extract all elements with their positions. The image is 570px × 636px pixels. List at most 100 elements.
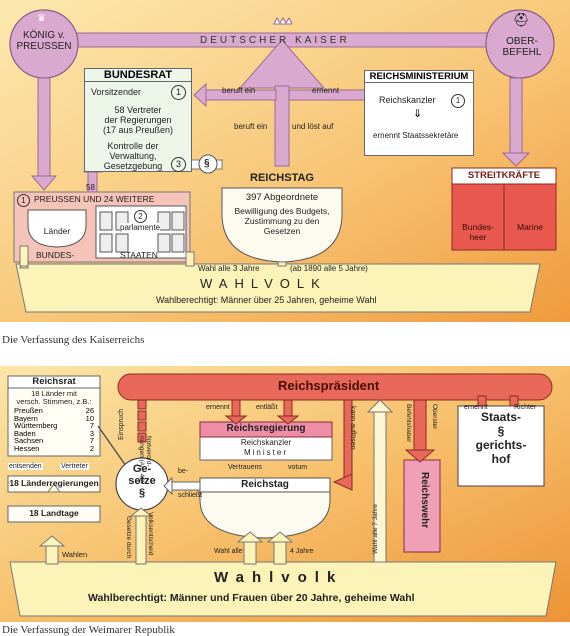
wahlen-label: Wahlen bbox=[62, 550, 88, 559]
ernennt-label: ernennt bbox=[312, 86, 340, 95]
kann-aufloesen-label: kann auflösen bbox=[349, 406, 356, 450]
wahlberechtigt-label: Wahlberechtigt: Männer und Frauen über 2… bbox=[88, 592, 415, 604]
gesetze-line-1: Ge- bbox=[132, 463, 152, 475]
land-stimmen: 10 bbox=[85, 413, 94, 423]
paragraph-icon: § bbox=[204, 158, 210, 169]
laender-row: Bayern 10 bbox=[14, 413, 94, 423]
koenig-label: KÖNIG v. PREUSSEN bbox=[14, 30, 74, 52]
reichsrat-intro: 18 Länder mit versch. Stimmen, z.B.: bbox=[8, 390, 100, 406]
bundesheer-line-1: Bundes- bbox=[462, 222, 494, 232]
reichsregierung-title: Reichsregierung bbox=[226, 423, 306, 434]
kaiserreich-diagram: KÖNIG v. PREUSSEN ♛ DEUTSCHER KAISER OBE… bbox=[0, 0, 570, 322]
land-stimmen: 2 bbox=[89, 443, 94, 453]
reichsregierung-kanzler: Reichskanzler bbox=[240, 438, 292, 447]
bewilligung-line-1: Bewilligung des Budgets, bbox=[234, 206, 330, 216]
vertreter-line-2: der Regierungen bbox=[104, 115, 172, 125]
bundesrat-num3: 3 bbox=[171, 157, 186, 172]
vier-jahre-label: 4 Jahre bbox=[290, 548, 314, 555]
reichskanzler-label: Reichskanzler bbox=[379, 95, 436, 105]
wahlvolk-label: WAHLVOLK bbox=[200, 276, 327, 291]
land-name: Bayern bbox=[14, 413, 38, 423]
volksentscheid-label: Volksentscheid bbox=[147, 512, 154, 556]
reichsregierung-minister: Minister bbox=[243, 448, 288, 457]
land-name: Baden bbox=[14, 428, 36, 438]
wahlberechtigt-label: Wahlberechtigt: Männer über 25 Jahren, g… bbox=[156, 295, 377, 305]
oberbefehl-label: OBER- BEFEHL bbox=[492, 36, 552, 58]
kontrolle-line-2: Verwaltung, bbox=[109, 151, 157, 161]
bundesrat-box: BUNDESRAT Vorsitzender 1 58 Vertreter de… bbox=[84, 68, 192, 172]
beschliesst-line-2: schließt bbox=[178, 492, 203, 499]
wahl3-label: Wahl alle 3 Jahre bbox=[198, 264, 260, 273]
caption-weimar: Die Verfassung der Weimarer Republik bbox=[2, 624, 175, 636]
caption-kaiserreich: Die Verfassung des Kaiserreichs bbox=[2, 334, 145, 346]
vorsitzender-label: Vorsitzender bbox=[91, 87, 142, 97]
befehlshaber-label: Befehlshaber bbox=[405, 404, 412, 443]
reichstag-title: REICHSTAG bbox=[250, 172, 314, 184]
reichsrat-intro-2: versch. Stimmen, z.B.: bbox=[16, 397, 92, 406]
reichsrat-intro-1: 18 Länder mit bbox=[31, 389, 77, 398]
beschliesst-line-1: be- bbox=[178, 468, 189, 475]
weimar-graphics bbox=[0, 366, 570, 622]
land-stimmen: 7 bbox=[89, 436, 94, 446]
land-stimmen: 26 bbox=[85, 406, 94, 415]
laender-row: Hessen 2 bbox=[14, 445, 94, 453]
kontrolle-text: Kontrolle der Verwaltung, Gesetzgebung bbox=[85, 141, 181, 171]
staatsgericht-line-2: gerichts- bbox=[475, 438, 527, 452]
und-loest-auf-label: und löst auf bbox=[292, 122, 334, 131]
land-name: Württemberg bbox=[14, 421, 58, 431]
vertreter-line-1: 58 Vertreter bbox=[114, 105, 162, 115]
reichsministerium-num1: 1 bbox=[451, 94, 465, 108]
weimar-diagram: Reichsrat 18 Länder mit versch. Stimmen,… bbox=[0, 366, 570, 622]
gesetze-paragraph-icon: § bbox=[138, 487, 146, 499]
reichspraesident-title: Reichspräsident bbox=[278, 378, 380, 393]
laender-row: Sachsen 7 bbox=[14, 437, 94, 445]
gesetze-label: Ge- setze § bbox=[116, 463, 168, 499]
pickelhaube-icon: ⛑ bbox=[513, 12, 530, 27]
reichsministerium-title: REICHSMINISTERIUM bbox=[365, 71, 473, 83]
reichsministerium-box: REICHSMINISTERIUM Reichskanzler 1 ⇓ erne… bbox=[364, 70, 474, 156]
entsenden-label: entsenden bbox=[8, 463, 43, 470]
preussen-num1: 1 bbox=[17, 194, 30, 207]
land-name: Hessen bbox=[14, 443, 40, 453]
land-stimmen: 7 bbox=[89, 421, 94, 431]
bundesheer-label: Bundes- heer bbox=[452, 222, 504, 242]
entlaesst-label: entläßt bbox=[256, 404, 278, 411]
kaiserreich-graphics bbox=[0, 0, 570, 322]
vertreter-line-3: (17 aus Preußen) bbox=[102, 125, 174, 135]
vertrauens-label: Vertrauens bbox=[228, 464, 262, 471]
preussen-num2: 2 bbox=[134, 210, 147, 223]
bundes-label: BUNDES- bbox=[36, 250, 75, 260]
wahl-7-label: Wahl alle 7 Jahre bbox=[372, 504, 379, 554]
bewilligung-line-2: Zustimmung zu den bbox=[244, 216, 320, 226]
beruft-ein-label-2: beruft ein bbox=[234, 122, 268, 131]
kontrolle-line-3: Gesetzgebung bbox=[103, 161, 163, 171]
laender-label: Länder bbox=[43, 226, 71, 236]
staatsgericht-line-1: Staats- bbox=[480, 410, 521, 424]
staatsgericht-label: Staats- § gerichts- hof bbox=[458, 410, 544, 466]
streitkraefte-title: STREITKRÄFTE bbox=[467, 170, 541, 181]
laender-row: Württemberg 7 bbox=[14, 422, 94, 430]
reichsrat-title: Reichsrat bbox=[32, 376, 76, 387]
ernennt-label-2: ernennt bbox=[464, 404, 488, 411]
wahl5-label: (ab 1890 alle 5 Jahre) bbox=[290, 264, 368, 273]
ernennt-label: ernennt bbox=[206, 404, 230, 411]
oberster-label: Oberster bbox=[431, 404, 438, 430]
bewilligung-line-3: Gesetzen bbox=[263, 226, 301, 236]
reichstag-abgeordnete: 397 Abgeordnete bbox=[245, 192, 319, 203]
oberbefehl-line-2: BEFEHL bbox=[502, 47, 542, 58]
land-stimmen: 3 bbox=[89, 428, 94, 438]
koenig-line-2: PREUSSEN bbox=[16, 41, 72, 52]
land-name: Sachsen bbox=[14, 436, 44, 446]
parlamente-label: parlamente bbox=[120, 223, 161, 232]
gesetze-line-2: setze bbox=[128, 475, 156, 487]
richter-label: Richter bbox=[514, 404, 537, 411]
reichswehr-label: Reichswehr bbox=[419, 472, 430, 529]
num58-label: 58 bbox=[86, 183, 95, 192]
staaten-label: STAATEN bbox=[120, 250, 158, 260]
vertreter-label: Vertreter bbox=[60, 463, 89, 470]
marine-label: Marine bbox=[517, 222, 543, 232]
wahl-alle-label: Wahl alle bbox=[214, 548, 243, 555]
vertreter-text: 58 Vertreter der Regierungen (17 aus Pre… bbox=[85, 105, 191, 135]
